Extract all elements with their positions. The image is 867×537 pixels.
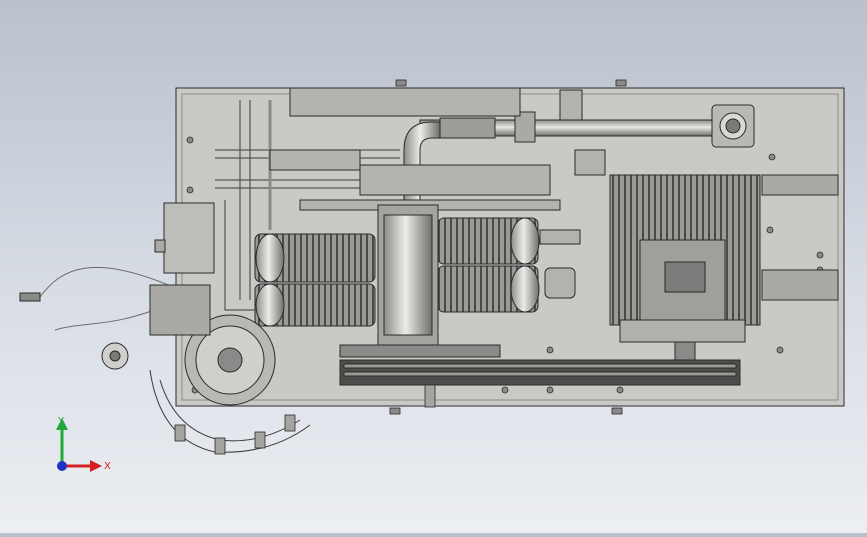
valve-cluster [539, 89, 606, 299]
rotary-valve-assembly [101, 284, 311, 453]
x-axis-label: X [104, 461, 111, 472]
x-axis-arrow [62, 460, 102, 472]
electric-motor [609, 174, 839, 361]
y-axis-label: Y [57, 416, 65, 427]
y-axis-arrow [56, 418, 68, 466]
discharge-pipe [419, 104, 755, 148]
z-axis-origin [57, 461, 67, 471]
crankcase [339, 204, 741, 386]
cable-connector [19, 292, 41, 302]
compressor-cylinders [254, 217, 540, 327]
plate-bolts [186, 79, 824, 415]
valve-fittings [174, 384, 436, 455]
coordinate-triad: Y X [40, 408, 120, 478]
